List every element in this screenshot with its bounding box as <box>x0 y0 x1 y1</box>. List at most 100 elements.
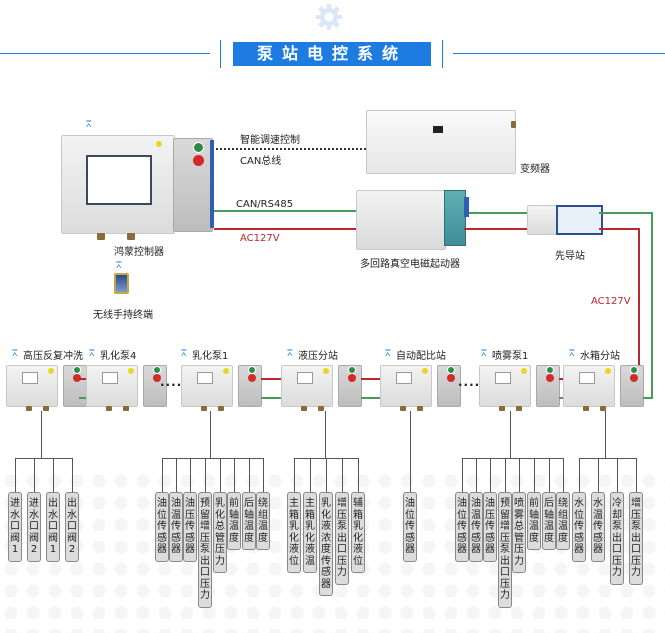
cable-gland <box>127 233 135 240</box>
drop-line <box>210 411 211 458</box>
sensor-tag[interactable]: 乳化总管压力 <box>213 492 227 573</box>
start-button <box>153 366 161 374</box>
cable-gland <box>600 406 606 411</box>
indicator-lamp <box>422 368 428 374</box>
sensor-tag[interactable]: 乳化液浓度传感器 <box>319 492 333 596</box>
sensor-connector <box>476 458 477 492</box>
station-panel <box>63 365 87 407</box>
wifi-icon: ⩞ <box>86 120 92 130</box>
sensor-connector <box>410 490 411 492</box>
wifi-icon: ⩞ <box>116 261 122 271</box>
wifi-icon: ⩞ <box>385 349 391 359</box>
indicator-lamp <box>223 368 229 374</box>
sensor-tag[interactable]: 前轴温度 <box>527 492 541 550</box>
start-button <box>193 142 204 153</box>
starter-side-bar <box>464 197 469 217</box>
indicator-lamp <box>48 368 54 374</box>
start-button <box>630 366 638 374</box>
stop-button <box>630 374 638 382</box>
sensor-tag[interactable]: 油压传感器 <box>483 492 497 562</box>
sensor-connector <box>310 458 311 492</box>
ac-wire <box>559 378 563 380</box>
bus-line <box>15 458 73 459</box>
sensor-tag[interactable]: 油温传感器 <box>469 492 483 562</box>
sensor-tag[interactable]: 辅箱乳化液位 <box>351 492 365 573</box>
title-rule-right <box>453 53 665 54</box>
cable-gland <box>583 406 589 411</box>
gear-icon <box>316 4 342 30</box>
sensor-connector <box>190 458 191 492</box>
drop-line <box>41 411 42 458</box>
sensor-tag[interactable]: 油压传感器 <box>183 492 197 562</box>
sensor-connector <box>549 458 550 492</box>
sensor-connector <box>294 458 295 492</box>
station-display <box>396 372 412 384</box>
sensor-tag[interactable]: 预留增压泵出口压力 <box>198 492 212 608</box>
sensor-tag[interactable]: 增压泵出口压力 <box>335 492 349 585</box>
sensor-tag[interactable]: 后轴温度 <box>242 492 256 550</box>
sensor-connector <box>490 458 491 492</box>
sensor-tag[interactable]: 油温传感器 <box>169 492 183 562</box>
indicator-lamp <box>128 368 134 374</box>
sensor-tag[interactable]: 水温传感器 <box>591 492 605 562</box>
sensor-tag[interactable]: 喷雾总管压力 <box>512 492 526 573</box>
sensor-connector <box>220 458 221 492</box>
sensor-tag[interactable]: 绕组温度 <box>256 492 270 550</box>
ac-wire <box>261 378 281 380</box>
sensor-connector <box>636 458 637 492</box>
station-label: 液压分站 <box>298 351 338 362</box>
station-label: 水箱分站 <box>580 351 620 362</box>
wifi-icon: ⩞ <box>481 349 487 359</box>
drop-line <box>605 411 606 458</box>
can-wire <box>214 210 356 212</box>
station-panel <box>338 365 362 407</box>
ac-wire <box>464 228 527 230</box>
ellipsis-right: ···· <box>458 378 481 392</box>
sensor-tag[interactable]: 预留增压泵出口压力 <box>498 492 512 608</box>
wifi-icon: ⩞ <box>569 349 575 359</box>
start-button <box>73 366 81 374</box>
ac-wire-vertical <box>638 228 640 378</box>
sensor-tag[interactable]: 后轴温度 <box>542 492 556 550</box>
station-display <box>197 372 213 384</box>
stop-button <box>193 155 204 166</box>
indicator-lamp <box>521 368 527 374</box>
title-tick-left <box>220 40 221 68</box>
sensor-tag[interactable]: 冷却泵出口压力 <box>610 492 624 585</box>
can-wire <box>261 397 281 399</box>
start-button <box>248 366 256 374</box>
cable-gland <box>43 406 49 411</box>
station-display <box>22 372 38 384</box>
indicator-lamp <box>156 141 162 147</box>
cable-gland <box>123 406 129 411</box>
station-display <box>102 372 118 384</box>
sensor-tag[interactable]: 油位传感器 <box>455 492 469 562</box>
sensor-connector <box>176 458 177 492</box>
sensor-tag[interactable]: 增压泵出口压力 <box>629 492 643 585</box>
sensor-tag[interactable]: 水位传感器 <box>572 492 586 562</box>
sensor-tag[interactable]: 主箱乳化液位 <box>287 492 301 573</box>
sensor-connector <box>249 458 250 492</box>
sensor-tag[interactable]: 油位传感器 <box>155 492 169 562</box>
pilot-station-terminal-block <box>556 205 603 235</box>
title-tick-right <box>442 40 443 68</box>
cable-gland <box>97 233 105 240</box>
sensor-tag[interactable]: 油位传感器 <box>403 492 417 562</box>
cable-gland <box>499 406 505 411</box>
sensor-tag[interactable]: 进水口阀2 <box>27 492 41 562</box>
sensor-tag[interactable]: 绕组温度 <box>556 492 570 550</box>
start-button <box>447 366 455 374</box>
controller-label: 鸿蒙控制器 <box>114 247 164 258</box>
sensor-tag[interactable]: 出水口阀1 <box>46 492 60 562</box>
bus-line <box>162 458 264 459</box>
sensor-tag[interactable]: 前轴温度 <box>227 492 241 550</box>
start-button <box>348 366 356 374</box>
sensor-connector <box>326 458 327 492</box>
sensor-tag[interactable]: 主箱乳化液温 <box>303 492 317 573</box>
sensor-connector <box>579 458 580 492</box>
sensor-tag[interactable]: 进水口阀1 <box>8 492 22 562</box>
handheld-terminal-icon[interactable] <box>114 273 129 294</box>
sensor-connector <box>263 458 264 492</box>
sensor-tag[interactable]: 出水口阀2 <box>65 492 79 562</box>
sensor-connector <box>534 458 535 492</box>
